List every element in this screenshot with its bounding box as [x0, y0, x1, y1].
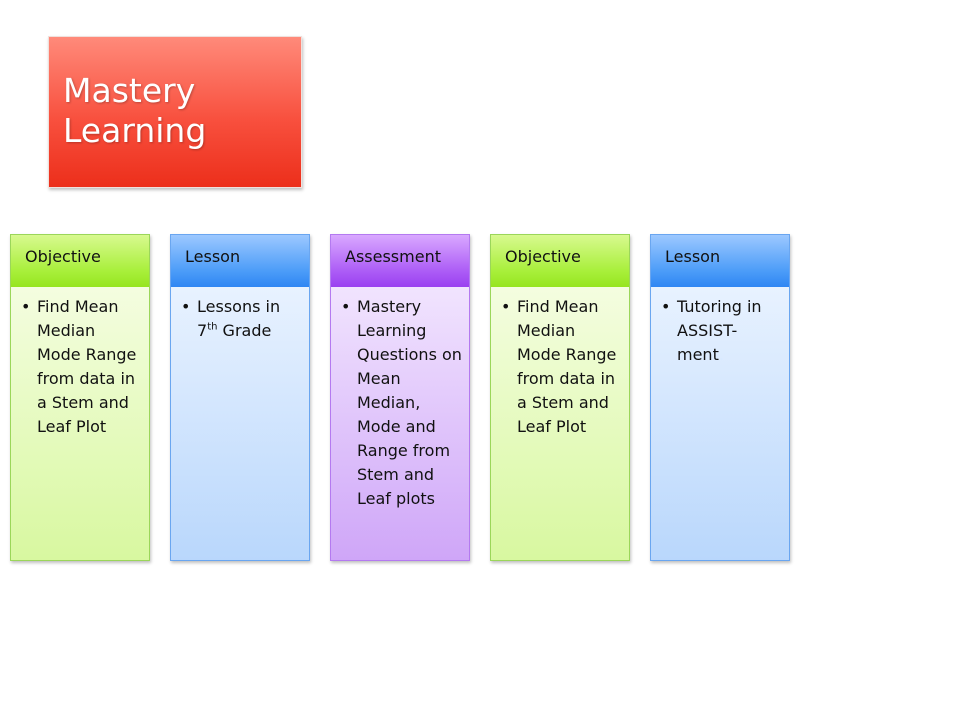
card-header: Objective [11, 235, 149, 287]
bullet-item: • Find Mean Median Mode Range from data … [21, 295, 143, 439]
lesson-text-after: Grade [217, 321, 272, 340]
bullet-text: Mastery Learning Questions on Mean Media… [357, 297, 462, 508]
bullet-icon: • [181, 297, 191, 316]
trailing-period: . [718, 345, 724, 364]
bullet-item: • Tutoring in ASSIST-ment. [661, 295, 783, 367]
card-objective-1: Objective • Find Mean Median Mode Range … [10, 234, 150, 561]
bullet-item: • Find Mean Median Mode Range from data … [501, 295, 623, 439]
lesson-text-before: Lessons in 7 [197, 297, 281, 340]
card-lesson-1: Lesson • Lessons in 7th Grade [170, 234, 310, 561]
card-body: • Mastery Learning Questions on Mean Med… [331, 287, 469, 560]
card-lesson-2: Lesson • Tutoring in ASSIST-ment. [650, 234, 790, 561]
card-header: Lesson [651, 235, 789, 287]
mastery-learning-title-box: Mastery Learning [48, 36, 302, 188]
bullet-text: Find Mean Median Mode Range from data in… [517, 297, 617, 436]
bullet-icon: • [661, 297, 671, 316]
card-body: • Find Mean Median Mode Range from data … [491, 287, 629, 560]
bullet-item: • Lessons in 7th Grade [181, 295, 303, 343]
card-header: Assessment [331, 235, 469, 287]
card-body: • Tutoring in ASSIST-ment. [651, 287, 789, 560]
bullet-text: Tutoring in ASSIST-ment. [677, 297, 762, 364]
lesson-superscript: th [207, 321, 218, 333]
card-header: Lesson [171, 235, 309, 287]
card-body: • Lessons in 7th Grade [171, 287, 309, 560]
card-assessment: Assessment • Mastery Learning Questions … [330, 234, 470, 561]
title-text: Mastery Learning [63, 71, 207, 150]
bullet-icon: • [341, 297, 351, 316]
bullet-text: Lessons in 7th Grade [197, 295, 303, 343]
bullet-icon: • [501, 297, 511, 316]
card-body: • Find Mean Median Mode Range from data … [11, 287, 149, 560]
bullet-text: Find Mean Median Mode Range from data in… [37, 297, 137, 436]
card-objective-2: Objective • Find Mean Median Mode Range … [490, 234, 630, 561]
card-header: Objective [491, 235, 629, 287]
bullet-icon: • [21, 297, 31, 316]
bullet-item: • Mastery Learning Questions on Mean Med… [341, 295, 463, 511]
